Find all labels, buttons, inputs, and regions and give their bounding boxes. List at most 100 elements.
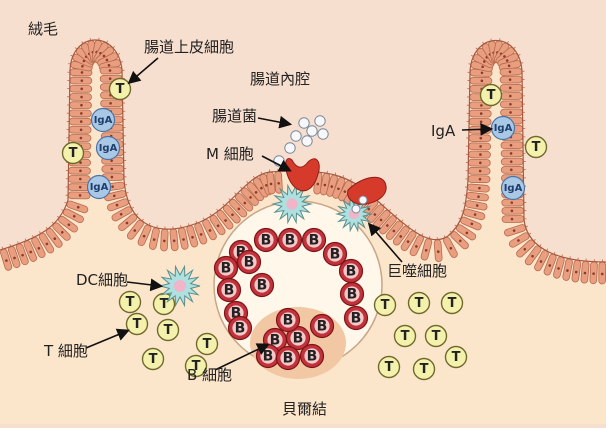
bacterium-body [318,129,328,139]
label-dc-cell: DC細胞 [76,271,128,289]
bacterium-body [315,116,325,126]
iga-cell-letter: IgA [494,123,513,134]
t-cell-letter: T [415,296,424,311]
b-cell: B [279,229,302,252]
epithelial-cell [67,85,92,92]
bacterium-body [302,136,312,146]
t-cell-letter: T [381,298,390,313]
epithelial-cell [466,143,491,150]
b-cell: B [218,279,241,302]
epithelial-cell [67,126,92,133]
bacterium [291,131,301,141]
t-cell-letter: T [160,297,169,312]
t-cell-letter: T [487,88,496,103]
t-cell-letter: T [69,146,78,161]
epithelial-cell [501,158,526,165]
t-cell: T [414,359,435,380]
bacterium-in-macrophage [352,205,360,213]
epithelial-cell [465,176,490,183]
epithelial-cell [599,259,606,284]
t-cell: T [375,295,396,316]
t-cell: T [426,326,447,347]
b-cell: B [229,317,252,340]
b-cell-letter: B [317,319,328,335]
b-cell-letter: B [261,233,272,249]
epithelial-cell [67,93,92,100]
bacterium-body [299,118,309,128]
iga-cell-letter: IgA [94,115,113,126]
epithelial-cell [101,100,126,107]
epithelial-cell [500,76,525,83]
t-cell-letter: T [149,352,158,367]
t-cell: T [158,320,179,341]
t-cell: T [379,357,400,378]
epithelial-cell [102,165,127,172]
b-cell-letter: B [347,287,358,303]
t-cell-letter: T [432,329,441,344]
epithelial-cell [500,68,525,76]
b-cell-letter: B [285,233,296,249]
t-cell-letter: T [532,140,541,155]
label-epithelium: 腸道上皮細胞 [144,38,234,56]
epithelial-cell [467,110,492,117]
t-cell-letter: T [448,296,457,311]
b-cell-letter: B [330,247,341,263]
b-cell-letter: B [221,261,232,277]
bacterium [299,118,309,128]
arrow-iga [462,129,490,130]
iga-cell: IgA [88,176,111,199]
epithelial-cell [466,135,491,142]
iga-cell: IgA [492,117,515,140]
t-cell: T [481,85,502,106]
epithelial-cell [66,167,91,174]
t-cell: T [143,349,164,370]
bacterium [318,129,328,139]
b-cell: B [251,274,274,297]
label-macrophage: 巨噬細胞 [387,262,447,280]
epithelial-cell [67,102,92,109]
label-b-cell: B 細胞 [187,366,232,384]
epithelial-cell [160,226,168,251]
bacterium [302,136,312,146]
t-cell: T [110,79,131,100]
b-cell-letter: B [283,351,294,367]
t-cell-letter: T [126,295,135,310]
label-bacteria: 腸道菌 [212,107,257,125]
t-cell: T [409,293,430,314]
t-cell: T [197,334,218,355]
iga-cell: IgA [92,109,115,132]
t-cell: T [395,326,416,347]
epithelial-cell [501,142,526,149]
b-cell: B [301,345,324,368]
label-peyers-patch: 貝爾結 [282,400,327,418]
b-cell-letter: B [244,255,255,271]
bacterium [315,116,325,126]
epithelial-cell [67,110,92,117]
b-cell: B [215,257,238,280]
b-cell-letter: B [283,313,294,329]
label-villus: 絨毛 [28,20,58,38]
t-cell-letter: T [420,362,429,377]
t-cell-letter: T [116,82,125,97]
epithelial-cell [501,109,526,116]
b-cell: B [341,283,364,306]
epithelial-cell [100,67,125,74]
bacterium-body [285,143,295,153]
t-cell: T [442,293,463,314]
bacterium-body [307,126,317,136]
b-cell: B [277,347,300,370]
iga-cell-letter: IgA [90,182,109,193]
epithelial-cell [502,199,527,206]
iga-cell: IgA [97,137,120,160]
dc-cell-nucleus [174,280,186,292]
iga-cell-letter: IgA [99,143,118,154]
t-cell-letter: T [164,323,173,338]
t-cell: T [120,292,141,313]
b-cell-letter: B [346,264,357,280]
epithelial-cell [66,184,91,191]
epithelial-cell [467,118,492,125]
dendritic-cell-under-m-nucleus [286,198,297,209]
epithelial-cell [67,77,92,84]
t-cell: T [446,347,467,368]
